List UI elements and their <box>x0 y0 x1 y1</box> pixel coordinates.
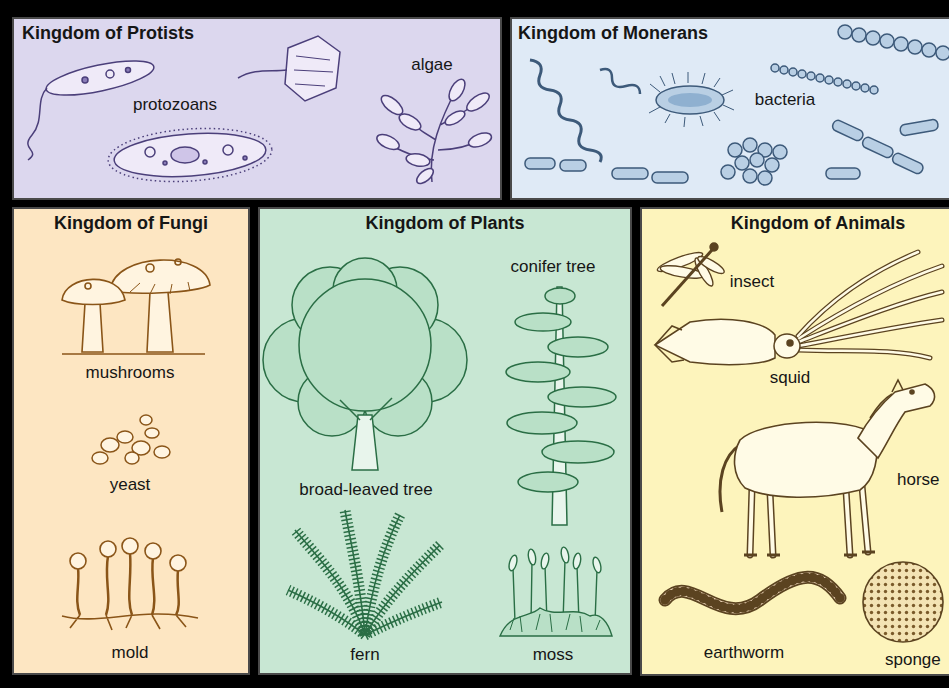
organism-label: fern <box>350 645 379 665</box>
kingdom-panel: Kingdom of Plants conifer tree broad-leave… <box>258 207 632 675</box>
organism-label: horse <box>897 470 940 490</box>
kingdom-heading: Kingdom of Monerans <box>518 23 708 45</box>
kingdom-panel: Kingdom of Monerans bacteria <box>510 17 949 200</box>
kingdom-heading: Kingdom of Fungi <box>54 213 208 235</box>
kingdom-heading: Kingdom of Plants <box>366 213 525 235</box>
organism-label: broad-leaved tree <box>299 480 432 500</box>
kingdom-heading: Kingdom of Protists <box>22 23 194 45</box>
organism-label: yeast <box>110 475 151 495</box>
organism-label: mold <box>112 643 149 663</box>
organism-label: conifer tree <box>510 257 595 277</box>
organism-label: insect <box>730 272 774 292</box>
organism-label: earthworm <box>704 643 784 663</box>
organism-label: sponge <box>885 650 941 670</box>
kingdom-panel: Kingdom of Animals insect squid horse earthw… <box>640 207 949 676</box>
kingdom-panel: Kingdom of Fungi mushrooms yeast mold <box>12 207 250 675</box>
organism-label: mushrooms <box>86 363 175 383</box>
organism-label: moss <box>533 645 574 665</box>
organism-label: squid <box>770 368 811 388</box>
organism-label: protozoans <box>133 95 217 115</box>
kingdom-heading: Kingdom of Animals <box>731 213 905 235</box>
organism-label: algae <box>411 55 453 75</box>
organism-label: bacteria <box>755 90 815 110</box>
kingdom-panel: Kingdom of Protists protozoans algae <box>12 17 502 200</box>
